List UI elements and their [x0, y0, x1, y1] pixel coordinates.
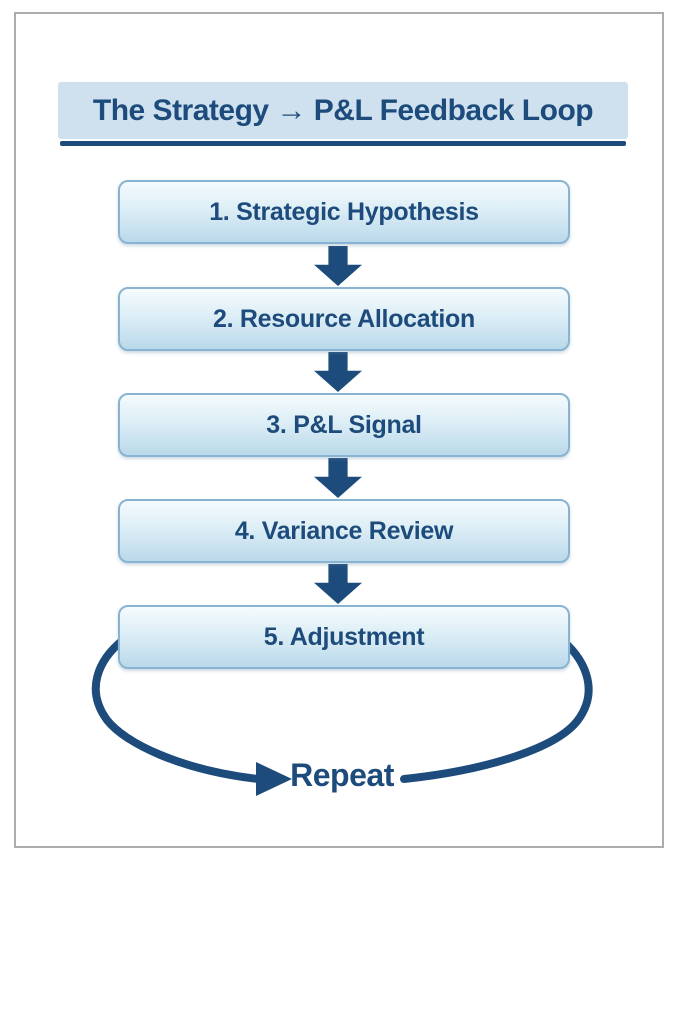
loop-right-arc [400, 633, 593, 783]
step-box-3: 3. P&L Signal [118, 393, 570, 457]
step-box-2: 2. Resource Allocation [118, 287, 570, 351]
diagram-title: The Strategy → P&L Feedback Loop [92, 93, 594, 127]
step-box-1: 1. Strategic Hypothesis [118, 180, 570, 244]
step-box-4: 4. Variance Review [118, 499, 570, 563]
repeat-label: Repeat [290, 757, 394, 793]
step-label-4: 4. Variance Review [234, 516, 454, 545]
step-label-5: 5. Adjustment [263, 622, 425, 651]
step-label-3: 3. P&L Signal [266, 410, 422, 439]
loop-arrowhead-icon [256, 762, 292, 796]
step-label-2: 2. Resource Allocation [213, 304, 475, 333]
step-label-1: 1. Strategic Hypothesis [209, 197, 479, 226]
feedback-loop-arrow [91, 633, 593, 796]
diagram-title-banner: The Strategy → P&L Feedback Loop [58, 82, 628, 139]
loop-left-arc [91, 636, 262, 783]
title-underline [60, 141, 626, 146]
step-box-5: 5. Adjustment [118, 605, 570, 669]
